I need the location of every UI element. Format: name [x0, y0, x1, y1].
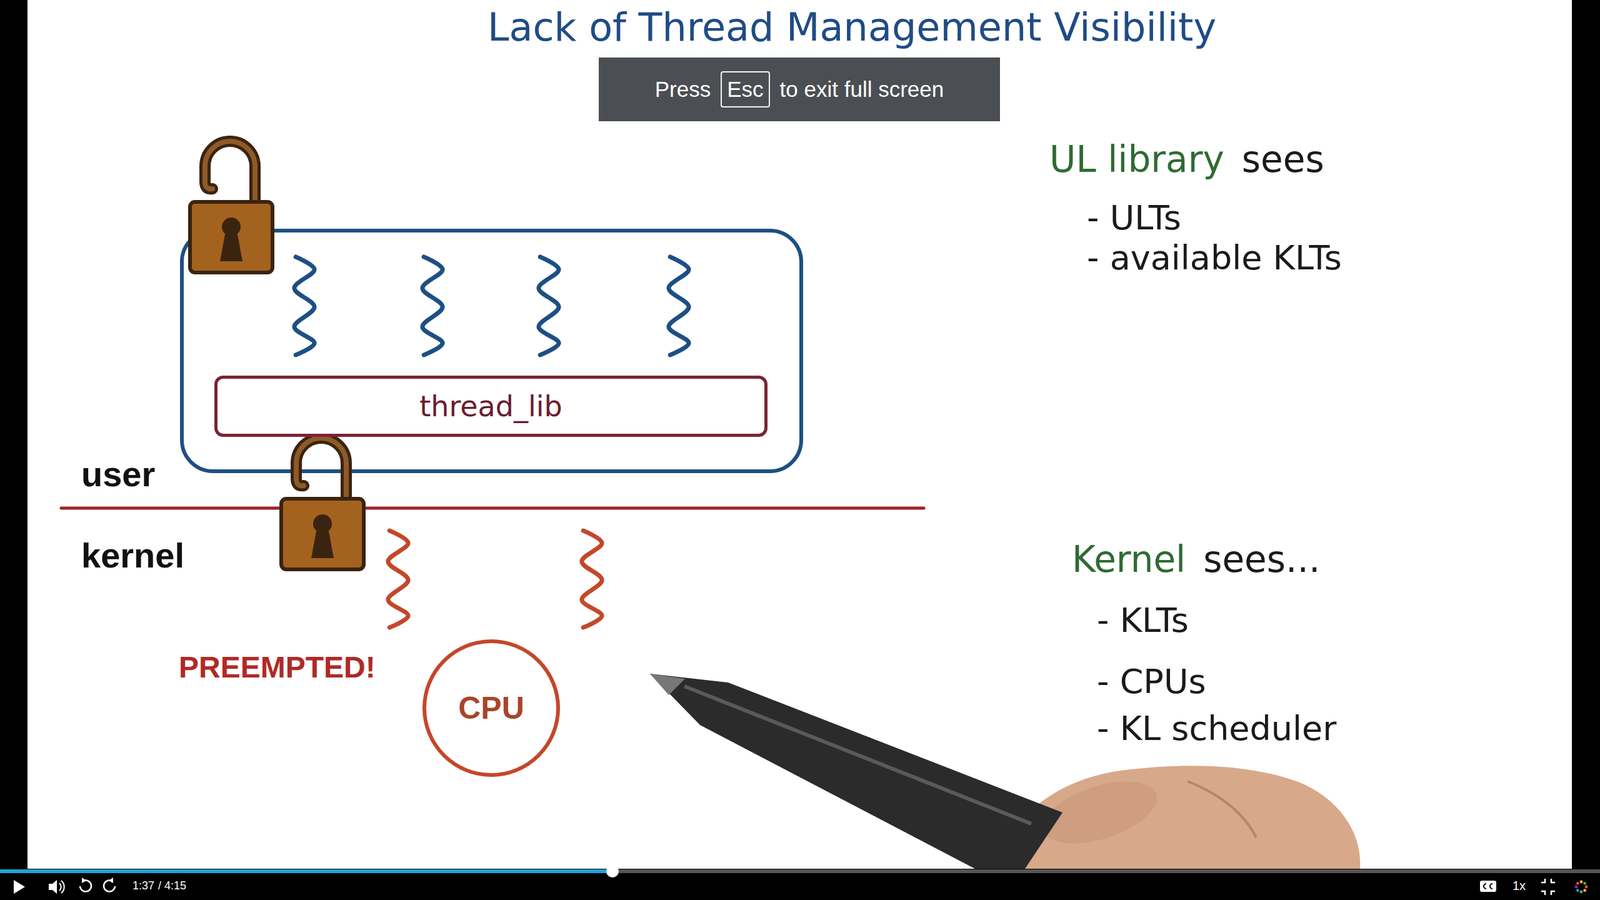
whiteboard	[27, 0, 1572, 869]
list-item: - ULTs	[1086, 198, 1182, 238]
spinner-dot	[1583, 888, 1587, 892]
spinner-dot	[1580, 890, 1584, 894]
volume-icon	[48, 880, 57, 894]
annotation: PREEMPTED!	[178, 650, 376, 685]
captions-marks	[1483, 883, 1493, 889]
lock-shackle-shine	[296, 438, 347, 502]
user-kernel-boundary	[61, 506, 924, 510]
spinner-dot	[1580, 880, 1584, 884]
rewind-icon	[80, 880, 92, 892]
region-label: kernel	[81, 535, 185, 576]
list-item: - KL scheduler	[1096, 709, 1337, 749]
spinner-dot	[1575, 885, 1579, 889]
lock-shackle	[205, 141, 255, 205]
time-total: / 4:15	[158, 879, 187, 893]
control-bar	[0, 868, 1600, 900]
forward-icon	[103, 880, 115, 892]
knuckle-line	[1187, 781, 1257, 838]
user-thread	[538, 256, 559, 355]
region-label: user	[81, 454, 155, 495]
spinner-dot	[1585, 885, 1589, 889]
progress-played	[0, 869, 613, 874]
slide-title: Lack of Thread Management Visibility	[487, 6, 1217, 49]
volume-waves	[59, 880, 65, 894]
exit-fullscreen-icon	[1541, 878, 1555, 895]
playback-speed: 1x	[1512, 878, 1526, 894]
rewind-arrow	[81, 877, 87, 884]
forward-arrow	[108, 877, 114, 884]
node-text: Esc	[726, 77, 764, 102]
pen-body	[650, 673, 1063, 869]
scrubber	[606, 865, 619, 878]
play-icon	[13, 880, 25, 894]
progress-track	[0, 869, 1600, 874]
spinner-icon	[1575, 880, 1589, 894]
lock-shackle	[296, 438, 347, 502]
user-thread	[668, 256, 689, 355]
spinner-dot	[1576, 881, 1580, 885]
cpu-ring	[424, 641, 559, 775]
node-text: to exit full screen	[780, 77, 945, 102]
kernel-thread	[388, 530, 409, 628]
user-thread	[294, 256, 315, 355]
keyhole	[221, 217, 241, 237]
pen-and-hand	[650, 673, 1360, 869]
pen-tip	[650, 673, 685, 695]
library-box: thread_lib	[214, 375, 768, 437]
list-item: - CPUs	[1096, 662, 1207, 702]
heading-label: Kernel	[1071, 538, 1186, 581]
lock-body	[281, 498, 364, 570]
process-outline	[181, 230, 802, 472]
player-bar	[0, 865, 1600, 900]
keyhole	[311, 531, 334, 559]
lock-group	[190, 141, 364, 570]
spinner-dot	[1576, 888, 1580, 892]
list-item: - available KLTs	[1086, 238, 1342, 278]
node-text: CPU	[458, 691, 525, 726]
heading-label: sees	[1241, 138, 1325, 181]
padlock-icon	[281, 438, 364, 570]
padlock-icon	[190, 141, 273, 273]
list-item: - KLTs	[1096, 601, 1189, 640]
node-text: Press	[655, 77, 711, 102]
heading-label: UL library	[1049, 138, 1225, 181]
captions-icon	[1480, 880, 1497, 892]
cpu-circle: CPU	[421, 638, 561, 778]
spinner-dot	[1583, 881, 1587, 885]
keyhole	[313, 514, 332, 534]
key-cap: Esc	[720, 71, 770, 109]
fullscreen-notice: Press to exit full screen Esc	[598, 57, 1000, 122]
heading-label: sees...	[1203, 538, 1320, 581]
user-thread	[422, 256, 443, 355]
kernel-thread	[581, 530, 602, 628]
node-text: thread_lib	[419, 390, 563, 423]
pen-highlight	[684, 686, 1032, 824]
time-elapsed: 1:37	[132, 879, 155, 893]
thread-group	[294, 256, 689, 628]
keyhole	[220, 234, 243, 262]
lock-shackle-shine	[205, 141, 255, 205]
lock-body	[190, 201, 273, 273]
